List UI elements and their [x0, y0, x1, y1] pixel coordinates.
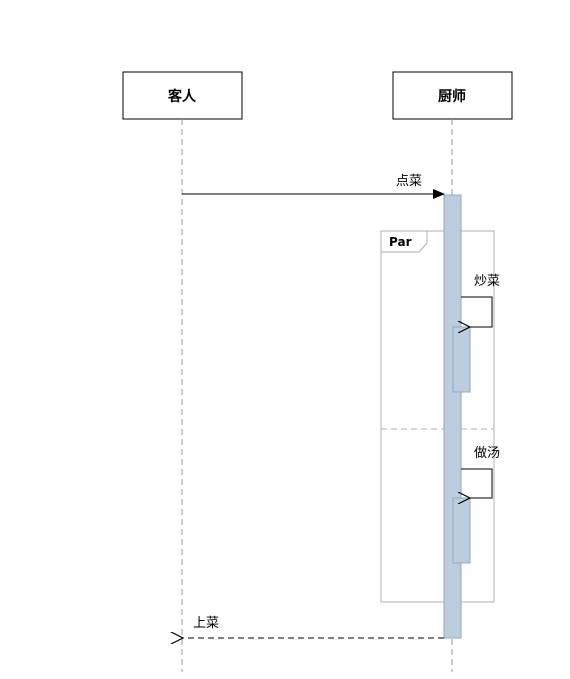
- message-order-dish: 点菜: [182, 174, 445, 199]
- participant-guest-box: [122, 71, 243, 120]
- message-stir-fry: 炒菜: [461, 274, 500, 327]
- message-stir-fry-arrow: [461, 296, 493, 327]
- soup-activation-bar: [452, 497, 471, 564]
- chef-activation-bar: [443, 194, 462, 639]
- par-fragment-operator: Par: [389, 235, 412, 249]
- message-serve-dish: 上菜: [183, 616, 444, 638]
- par-fragment-label-tab: [380, 230, 428, 253]
- message-serve-dish-label: 上菜: [193, 616, 219, 631]
- participant-chef: 厨师: [392, 71, 513, 120]
- message-stir-fry-label: 炒菜: [474, 274, 500, 289]
- participant-guest-label: 客人: [167, 88, 197, 105]
- message-make-soup: 做汤: [461, 446, 500, 498]
- message-make-soup-arrow: [461, 468, 493, 498]
- par-fragment: Par: [380, 230, 495, 603]
- participant-chef-box: [392, 71, 513, 120]
- participant-chef-label: 厨师: [438, 88, 466, 105]
- stir-fry-activation-bar: [452, 326, 471, 393]
- par-fragment-frame: [380, 230, 495, 603]
- participant-guest: 客人: [122, 71, 243, 120]
- message-make-soup-label: 做汤: [474, 446, 500, 461]
- message-order-dish-label: 点菜: [396, 174, 422, 189]
